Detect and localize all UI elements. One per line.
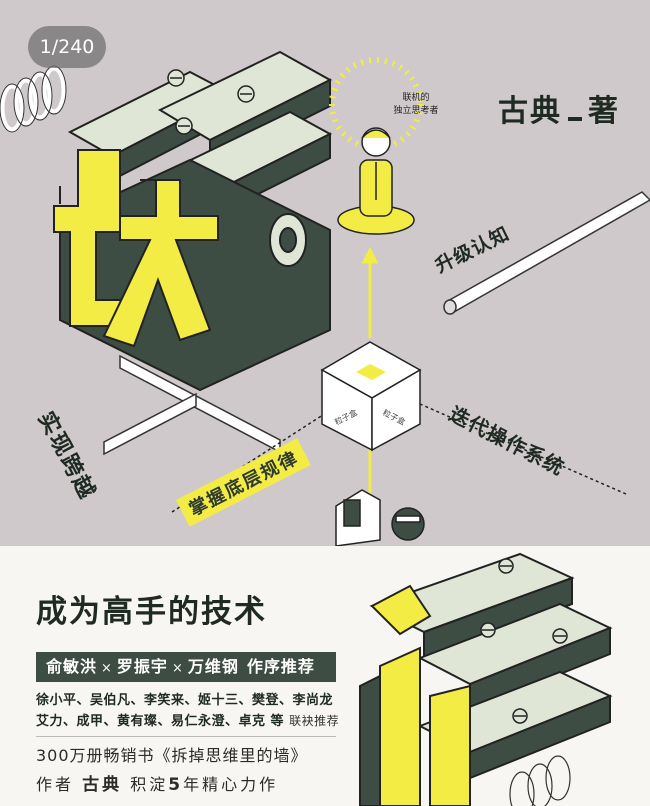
divider [36, 736, 336, 737]
cover-top-illustration: 古典著 联机的独立思考者 升级认知 迭代操作系统 实现跨越 掌握底层规律 粒子盒… [0, 0, 650, 546]
computer-icon [335, 489, 425, 546]
recommenders-bar: 俞敏洪×罗振宇×万维钢作序推荐 [36, 652, 336, 682]
rod-icon [443, 191, 650, 315]
subtitle: 成为高手的技术 [36, 594, 267, 630]
t-bar-icon [103, 354, 281, 456]
spring-icon [0, 65, 67, 133]
page-counter: 1/240 [28, 26, 106, 68]
endorsers-list: 徐小平、吴伯凡、李笑来、姬十三、樊登、李尚龙 艾力、成甲、黄有璨、易仁永澄、卓克… [36, 693, 340, 729]
cover-illustration-svg [0, 50, 650, 546]
author-dash [568, 116, 582, 121]
author-name: 古典著 [498, 94, 620, 129]
particle-box-icon [320, 341, 422, 452]
description-line-1: 300万册畅销书《拆掉思维里的墙》 [36, 746, 308, 765]
qian-character-block [359, 552, 613, 806]
leap-character-block [53, 50, 333, 392]
thinker-label: 联机的独立思考者 [393, 93, 439, 116]
dial-icon [269, 213, 307, 267]
halo-icon [329, 57, 423, 151]
thinker-figure-icon [337, 127, 415, 235]
screw-icon [167, 69, 255, 135]
description-line-2: 作者 古典 积淀5年精心力作 [36, 775, 279, 795]
